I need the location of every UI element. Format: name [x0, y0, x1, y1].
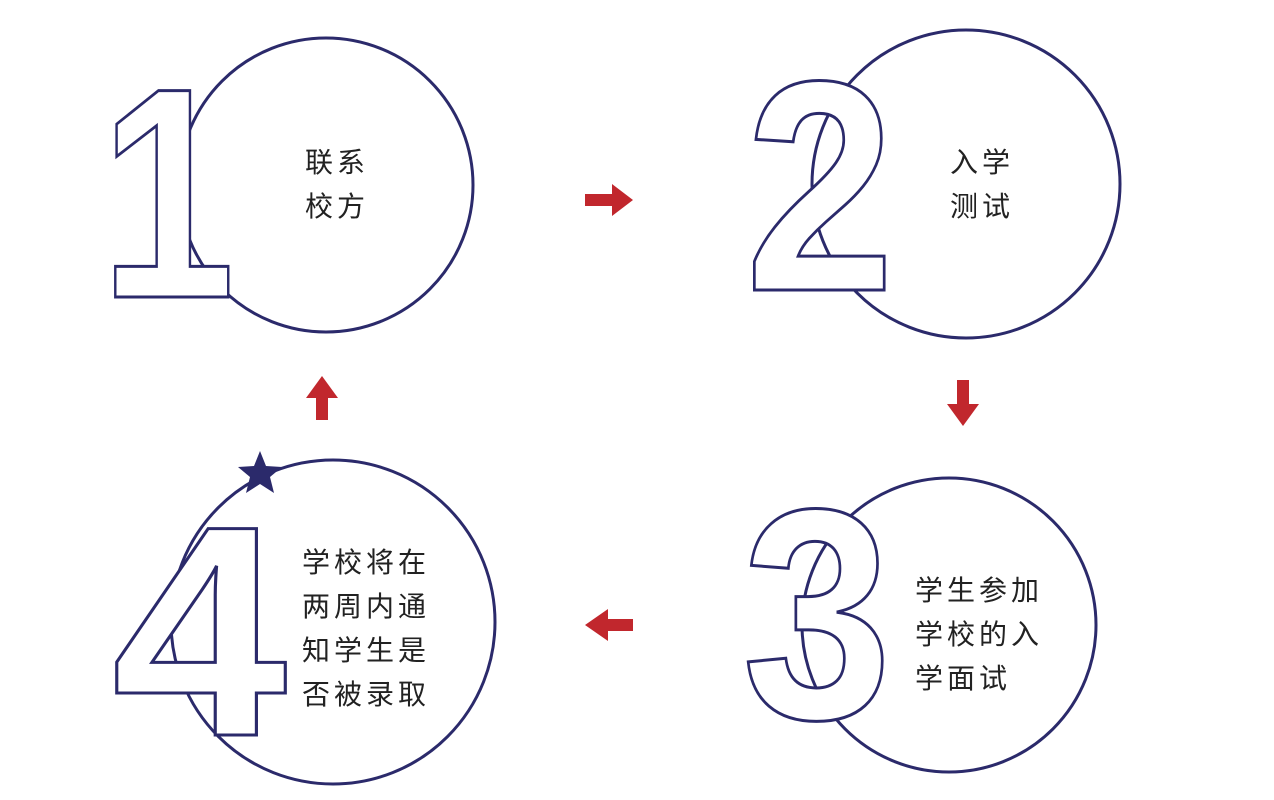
step-2: 2 入学 测试 [744, 17, 1122, 356]
step-2-line-2: 测试 [950, 190, 1014, 223]
step-3-circle [800, 476, 1098, 774]
step-1-circle [177, 36, 475, 334]
step-4-line-4: 否被录取 [302, 678, 430, 711]
step-4-line-3: 知学生是 [302, 634, 430, 667]
step-1: 1 联系 校方 [99, 24, 475, 363]
step-2-number: 2 [745, 18, 895, 354]
step-2-circle [810, 28, 1122, 340]
step-3-line-1: 学生参加 [915, 574, 1043, 607]
step-1-number: 1 [100, 25, 235, 361]
step-3-number: 3 [742, 446, 892, 782]
step-4-circle [169, 458, 497, 786]
step-3: 3 学生参加 学校的入 学面试 [741, 445, 1098, 784]
step-3-line-2: 学校的入 [915, 618, 1043, 651]
step-2-line-1: 入学 [950, 146, 1014, 179]
arrow-right-icon [585, 184, 633, 216]
step-4-line-1: 学校将在 [302, 546, 430, 579]
arrow-down-icon [947, 380, 979, 426]
step-4-number: 4 [112, 463, 289, 799]
arrow-left-icon [585, 609, 633, 641]
step-1-line-1: 联系 [305, 146, 369, 179]
step-4-line-2: 两周内通 [302, 590, 430, 623]
arrow-up-icon [306, 376, 338, 420]
step-4: 4 学校将在 两周内通 知学生是 否被录取 [111, 451, 497, 800]
star-icon [238, 451, 282, 493]
step-1-line-2: 校方 [305, 190, 369, 223]
step-3-line-3: 学面试 [915, 662, 1011, 695]
